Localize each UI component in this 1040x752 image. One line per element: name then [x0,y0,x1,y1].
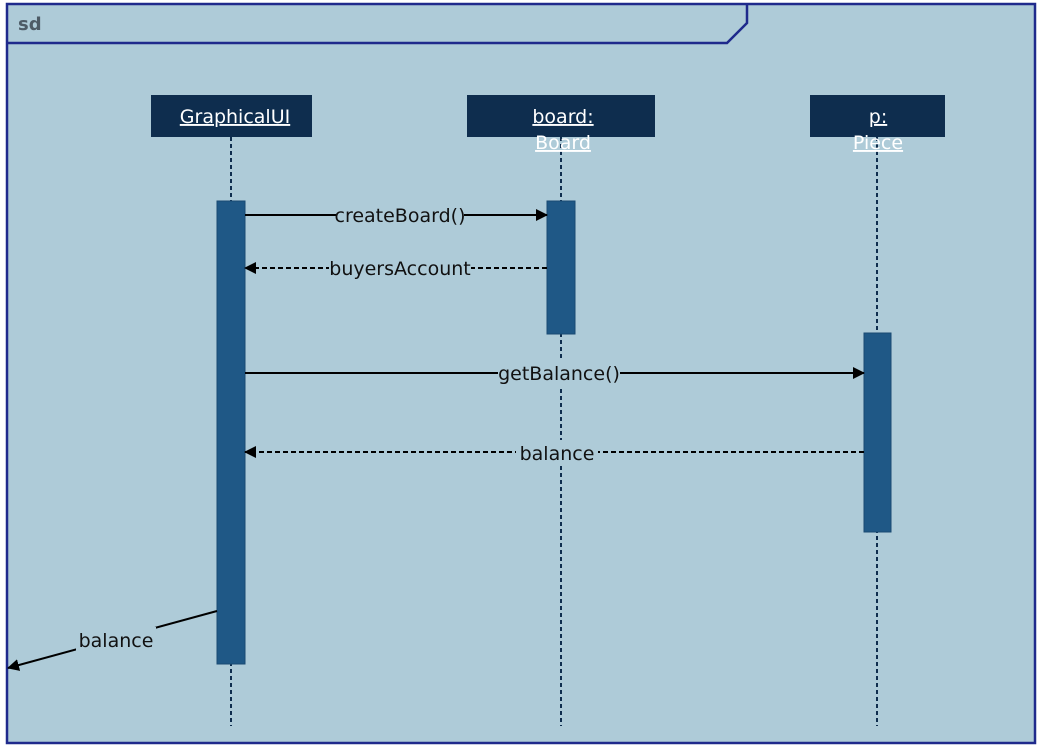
activation-piece [863,332,892,533]
lifeline-header-piece[interactable]: p: Piece [810,95,945,154]
lifeline-piece-type: Piece [853,132,903,154]
message-label-createboard: createBoard() [335,205,466,227]
frame-label: sd [18,14,42,35]
lifeline-board-name: board: [532,106,593,128]
message-label-getbalance: getBalance() [498,363,620,385]
lifeline-gui-name: GraphicalUI [180,106,290,128]
message-label-balance-return: balance [520,443,595,465]
lifeline-header-gui[interactable]: GraphicalUI [151,95,312,137]
activation-gui [216,200,246,665]
message-label-buyersaccount: buyersAccount [329,258,470,280]
lifeline-board-type: Board [535,132,591,154]
activation-board [546,200,576,335]
lifeline-piece-name: p: [869,106,887,128]
frame-label-tab [7,4,749,45]
message-label-balance-lost: balance [79,630,154,652]
lifeline-header-board[interactable]: board: Board [467,95,655,154]
